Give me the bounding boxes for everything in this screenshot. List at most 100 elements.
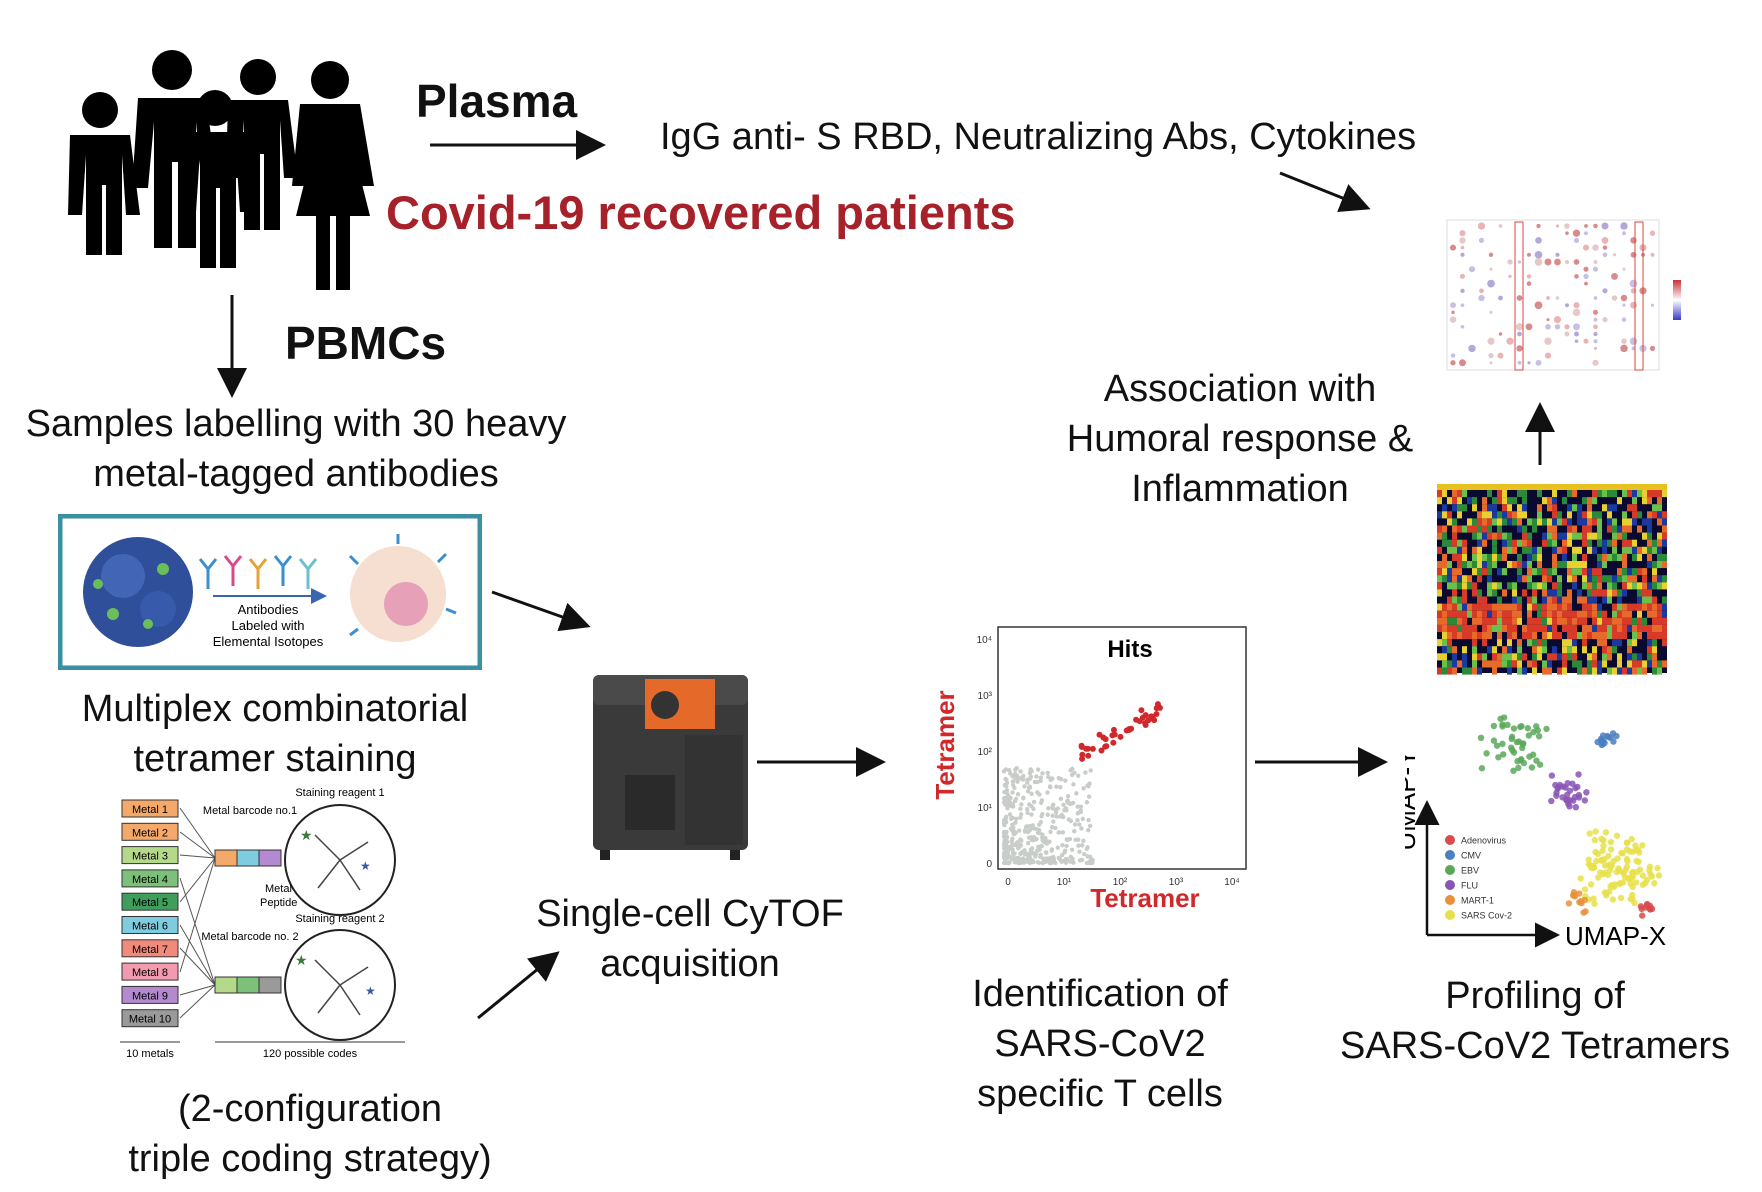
bubble-dot xyxy=(1468,266,1476,273)
umap-legend-label: EBV xyxy=(1461,866,1479,876)
heatmap-cell xyxy=(1662,603,1667,611)
bubble-dot xyxy=(1489,310,1493,315)
heatmap-cell xyxy=(1467,603,1472,611)
heatmap-cell xyxy=(1497,497,1502,505)
heatmap-cell xyxy=(1557,511,1562,519)
heatmap-cell xyxy=(1507,504,1512,512)
heatmap-cell xyxy=(1582,497,1587,505)
bubble-dot xyxy=(1602,288,1608,294)
scatter-point-background xyxy=(1055,845,1060,850)
scatter-point-background xyxy=(1039,814,1044,819)
scatter-point-background xyxy=(1080,843,1085,848)
heatmap-cell xyxy=(1577,589,1582,597)
scatter-point-background xyxy=(1038,778,1043,783)
heatmap-cell xyxy=(1657,561,1662,569)
scatter-point-background xyxy=(1075,817,1080,823)
heatmap-cell xyxy=(1452,596,1457,604)
scatter-point-background xyxy=(1005,860,1010,866)
scatter-point-background xyxy=(1051,819,1056,824)
bubble-dot xyxy=(1592,266,1599,272)
heatmap-cell xyxy=(1497,610,1502,618)
heatmap-cell xyxy=(1447,667,1452,675)
scatter-point-hit xyxy=(1153,711,1160,718)
heatmap-cell xyxy=(1627,667,1632,675)
scatter-point-hit xyxy=(1110,726,1117,733)
heatmap-cell xyxy=(1487,575,1492,583)
heatmap-cell xyxy=(1532,632,1537,640)
heatmap-cell xyxy=(1462,561,1467,569)
codes-count-label: 120 possible codes xyxy=(263,1048,358,1060)
heatmap-cell xyxy=(1482,610,1487,618)
heatmap-cell xyxy=(1602,589,1607,597)
heatmap-cell xyxy=(1632,653,1637,661)
heatmap-cell xyxy=(1517,575,1522,583)
heatmap-cell xyxy=(1657,490,1662,498)
heatmap-cell xyxy=(1552,553,1557,561)
heatmap-cell xyxy=(1602,639,1607,647)
scatter-point-background xyxy=(1008,795,1013,801)
heatmap-cell xyxy=(1527,568,1532,576)
scatter-point-background xyxy=(1043,850,1049,855)
scatter-point-background xyxy=(1013,771,1018,777)
heatmap-cell xyxy=(1637,667,1642,675)
scatter-point-background xyxy=(1007,767,1012,773)
heatmap-cell xyxy=(1547,525,1552,533)
bubble-dot xyxy=(1629,337,1638,345)
pbmc-label: PBMCs xyxy=(285,317,447,369)
heatmap-cell xyxy=(1612,525,1617,533)
heatmap-cell xyxy=(1657,511,1662,519)
bubble-dot xyxy=(1565,231,1569,235)
heatmap-cell xyxy=(1517,646,1522,654)
bubble-dot xyxy=(1572,229,1581,237)
heatmap-cell xyxy=(1632,497,1637,505)
bubble-dot xyxy=(1497,352,1504,359)
heatmap-cell xyxy=(1642,589,1647,597)
scatter-point-background xyxy=(1014,816,1019,822)
scatter-point-hit xyxy=(1151,717,1158,724)
heatmap-cell xyxy=(1632,518,1637,526)
heatmap-cell xyxy=(1502,653,1507,661)
heatmap-cell xyxy=(1562,539,1567,547)
heatmap-cell xyxy=(1627,539,1632,547)
heatmap-cell xyxy=(1642,568,1647,576)
bubble-dot xyxy=(1631,346,1636,351)
heatmap-cell xyxy=(1617,575,1622,583)
scatter-x-tick: 10³ xyxy=(1169,877,1184,888)
heatmap-cell xyxy=(1472,603,1477,611)
heatmap-cell xyxy=(1442,632,1447,640)
heatmap-cell xyxy=(1487,525,1492,533)
heatmap-cell xyxy=(1472,582,1477,590)
heatmap-cell xyxy=(1487,561,1492,569)
heatmap-cell xyxy=(1542,568,1547,576)
heatmap-cell xyxy=(1492,497,1497,505)
heatmap-cell xyxy=(1467,624,1472,632)
heatmap-cell xyxy=(1577,617,1582,625)
heatmap-cell xyxy=(1542,617,1547,625)
heatmap-cell xyxy=(1537,646,1542,654)
bubble-dot xyxy=(1451,310,1455,315)
umap-legend-swatch xyxy=(1445,850,1455,860)
heatmap-cell xyxy=(1567,511,1572,519)
heatmap-cell xyxy=(1602,539,1607,547)
heatmap-cell xyxy=(1597,490,1602,498)
heatmap-cell xyxy=(1567,539,1572,547)
heatmap-cell xyxy=(1552,511,1557,519)
bubble-dot xyxy=(1460,288,1465,293)
heatmap-cell xyxy=(1477,653,1482,661)
heatmap-cell xyxy=(1552,610,1557,618)
heatmap-cell xyxy=(1647,561,1652,569)
heatmap-cell xyxy=(1567,632,1572,640)
heatmap-cell xyxy=(1502,546,1507,554)
scatter-point-background xyxy=(1023,825,1029,830)
scatter-point-background xyxy=(1054,814,1060,819)
scatter-point-background xyxy=(1029,768,1034,774)
heatmap-cell xyxy=(1627,653,1632,661)
heatmap-cell xyxy=(1592,610,1597,618)
heatmap-cell xyxy=(1637,596,1642,604)
heatmap-cell xyxy=(1652,511,1657,519)
labelling-text-line2: metal-tagged antibodies xyxy=(93,453,499,495)
heatmap-cell xyxy=(1442,639,1447,647)
heatmap-cell xyxy=(1587,546,1592,554)
heatmap-cell xyxy=(1592,511,1597,519)
heatmap-cell xyxy=(1487,518,1492,526)
